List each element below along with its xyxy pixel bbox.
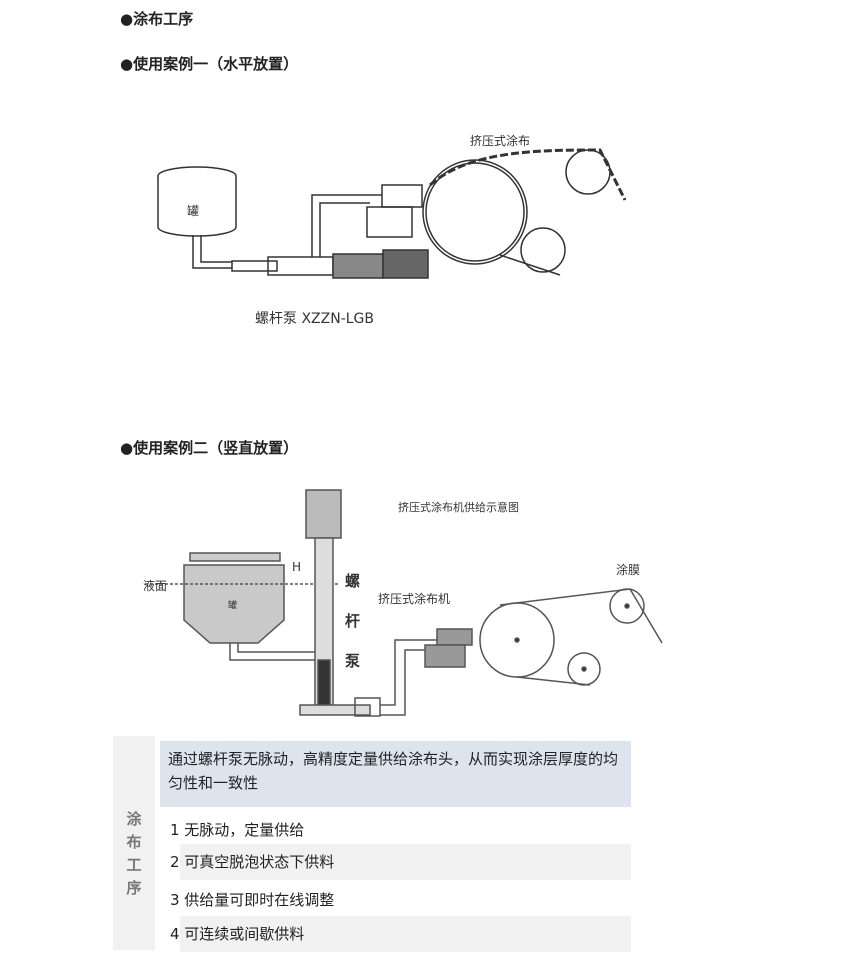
- d2-coater-label: 挤压式涂布机: [378, 592, 451, 606]
- d2-pump-char1: 螺: [345, 572, 361, 590]
- d1-pump-label: 螺杆泵 XZZN-LGB: [255, 311, 374, 327]
- d2-pump-char2: 杆: [345, 612, 361, 630]
- diagram2-drawing: [145, 489, 663, 717]
- side-char: 工: [126, 856, 142, 874]
- d2-pump-char3: 泵: [345, 652, 361, 670]
- heading-case1: ●使用案例一（水平放置）: [120, 55, 299, 73]
- side-char: 涂: [126, 810, 142, 828]
- table-row: 1 无脉动，定量供给: [170, 821, 305, 839]
- d2-film-label: 涂膜: [616, 563, 641, 577]
- diagram1-drawing: [157, 148, 627, 279]
- table-row: 4 可连续或间歇供料: [170, 916, 631, 952]
- table-side-header: 涂布工序: [113, 736, 155, 950]
- heading-coating: ●涂布工序: [120, 10, 194, 28]
- d2-h-label: H: [292, 560, 302, 574]
- d2-tank-label: 罐: [228, 601, 238, 611]
- side-char: 布: [126, 833, 142, 851]
- d2-level-label: 液面: [143, 579, 168, 593]
- table-row: 3 供给量可即时在线调整: [170, 891, 335, 909]
- row-text: 4 可连续或间歇供料: [170, 925, 305, 943]
- feature-table: 涂布工序 通过螺杆泵无脉动，高精度定量供给涂布头，从而实现涂层厚度的均匀性和一致…: [113, 736, 631, 952]
- d1-coating-label: 挤压式涂布: [470, 134, 531, 148]
- side-char: 序: [126, 879, 142, 897]
- d2-title: 挤压式涂布机供给示意图: [398, 501, 519, 514]
- row-text: 2 可真空脱泡状态下供料: [170, 853, 335, 871]
- table-summary: 通过螺杆泵无脉动，高精度定量供给涂布头，从而实现涂层厚度的均匀性和一致性: [160, 741, 631, 807]
- heading-case2: ●使用案例二（竖直放置）: [120, 439, 299, 457]
- d1-tank-label: 罐: [187, 204, 200, 218]
- table-row: 2 可真空脱泡状态下供料: [170, 844, 631, 880]
